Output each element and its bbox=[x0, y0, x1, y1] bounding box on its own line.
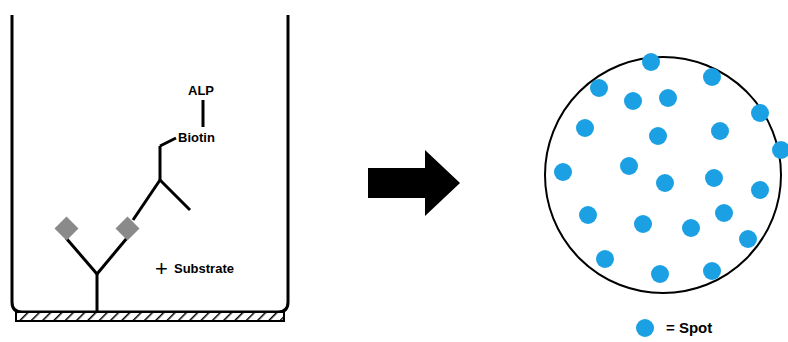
part-label: Biotin bbox=[178, 131, 215, 144]
detection-antibody bbox=[133, 100, 203, 220]
well-outline bbox=[12, 15, 288, 312]
part-label: Substrate bbox=[174, 262, 234, 275]
antigen bbox=[115, 216, 139, 240]
well-floor bbox=[16, 312, 284, 321]
part-label: + bbox=[155, 258, 168, 280]
spots bbox=[554, 53, 788, 283]
legend-text: = Spot bbox=[666, 320, 712, 335]
part-label: ALP bbox=[188, 84, 214, 97]
capture-antibody bbox=[66, 238, 127, 311]
membrane-circle bbox=[545, 57, 781, 293]
antigen bbox=[54, 216, 78, 240]
process-arrow bbox=[368, 150, 460, 216]
legend-swatch bbox=[636, 319, 654, 337]
